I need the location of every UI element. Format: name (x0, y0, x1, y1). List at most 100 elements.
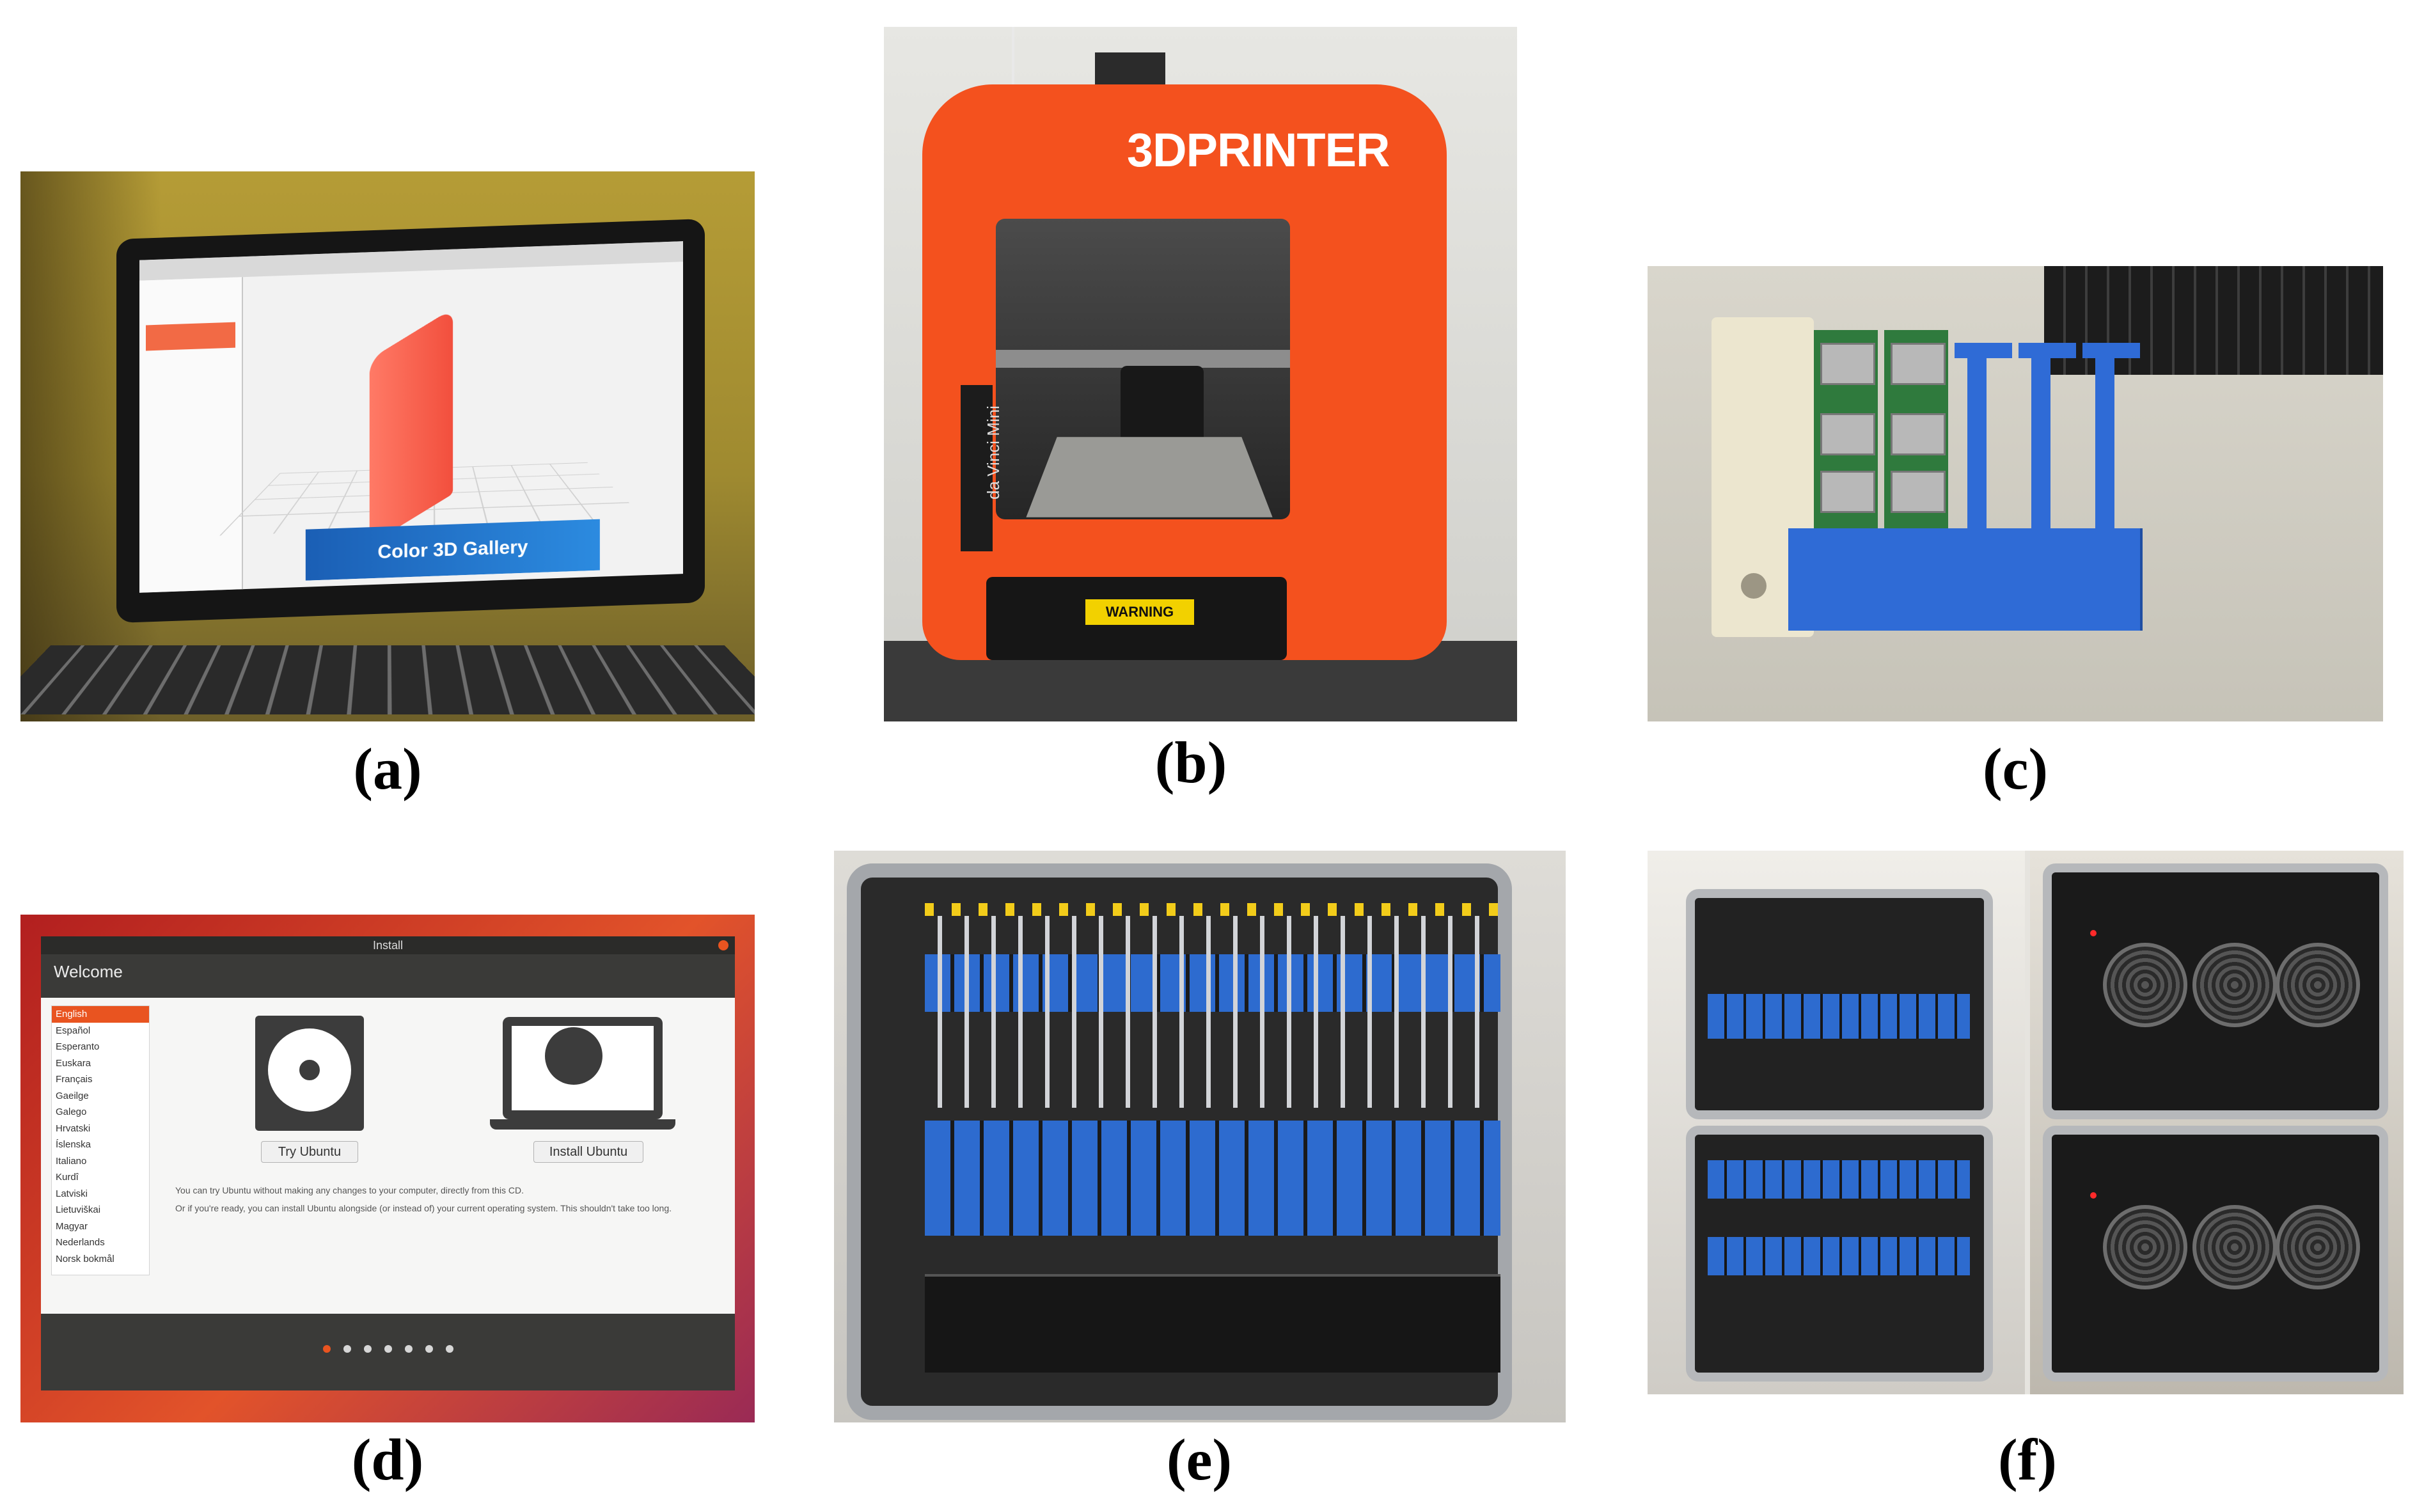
caption-a: (a) (292, 739, 484, 798)
rack-frame (847, 863, 1512, 1420)
fan-icon (2192, 943, 2277, 1027)
cd-icon (255, 1016, 364, 1131)
fan-icon (2276, 943, 2360, 1027)
fan-icon (2103, 943, 2187, 1027)
disc-hub-icon (295, 1056, 324, 1084)
laptop-base-icon (490, 1119, 675, 1130)
ethernet-cables (925, 916, 1500, 1108)
upper-fan-case (2043, 863, 2388, 1119)
laptop-screen: Color 3D Gallery (139, 241, 683, 593)
language-option[interactable]: Euskara (52, 1055, 149, 1072)
language-option[interactable]: Italiano (52, 1153, 149, 1170)
installer-content: EnglishEspañolEsperantoEuskaraFrançaisGa… (41, 998, 735, 1314)
language-option[interactable]: Nederlands (52, 1234, 149, 1251)
printer-rail (996, 350, 1290, 368)
photo-laptop-slicer: Color 3D Gallery (20, 171, 755, 721)
usb-port (1891, 471, 1946, 513)
blue-holder-block (2070, 528, 2143, 631)
language-option[interactable]: Latviski (52, 1186, 149, 1202)
pi-board (1814, 330, 1878, 541)
caption-d: (d) (292, 1430, 484, 1489)
printer-logo: 3DPRINTER (1127, 123, 1389, 177)
pi-row (1708, 994, 1970, 1039)
holder-arm (1967, 349, 1987, 535)
blue-holder-block (1859, 528, 1932, 631)
progress-dots (41, 1344, 735, 1356)
holder-arm-top (1955, 343, 2012, 358)
yellow-connectors (925, 903, 1500, 916)
status-led (2090, 1192, 2097, 1199)
lower-rack (1686, 1126, 1993, 1382)
blue-holder-block (1999, 528, 2072, 631)
usb-port (1820, 413, 1875, 455)
language-option[interactable]: Español (52, 1023, 149, 1039)
fan-icon (2103, 1205, 2187, 1289)
fan-icon (2276, 1205, 2360, 1289)
language-option[interactable]: Galego (52, 1104, 149, 1121)
ethernet-port (1820, 343, 1875, 385)
caption-c: (c) (1919, 739, 2111, 798)
progress-dot (384, 1345, 392, 1353)
progress-dot (323, 1345, 331, 1353)
photo-pi-mount (1648, 266, 2383, 721)
installer-window: Install Welcome EnglishEspañolEsperantoE… (41, 936, 735, 1390)
usb-port (1891, 413, 1946, 455)
slicer-orange-button (146, 322, 235, 351)
language-option[interactable]: Norsk bokmål (52, 1251, 149, 1268)
language-option[interactable]: Gaeilge (52, 1088, 149, 1105)
warning-sticker: WARNING (1085, 599, 1194, 625)
pi-row (1708, 1237, 1970, 1275)
language-option[interactable]: Français (52, 1071, 149, 1088)
lower-fan-case (2043, 1126, 2388, 1382)
caption-f: (f) (1932, 1430, 2123, 1489)
close-icon[interactable] (718, 940, 728, 950)
language-option[interactable]: Lietuviškai (52, 1202, 149, 1218)
welcome-heading: Welcome (54, 962, 123, 982)
progress-dot (343, 1345, 351, 1353)
language-option[interactable]: Magyar (52, 1218, 149, 1235)
rack-server-unit (925, 1274, 1500, 1373)
language-option[interactable]: Esperanto (52, 1039, 149, 1055)
usb-port (1820, 471, 1875, 513)
holder-arm (2031, 349, 2050, 535)
slicer-sidebar (139, 277, 243, 593)
pi-board (1884, 330, 1948, 541)
print-bed (1026, 437, 1272, 517)
try-description: You can try Ubuntu without making any ch… (175, 1185, 700, 1196)
photo-two-racks (1648, 851, 2404, 1394)
holder-arm-top (2082, 343, 2140, 358)
language-list[interactable]: EnglishEspañolEsperantoEuskaraFrançaisGa… (51, 1005, 150, 1275)
color-3d-gallery-banner: Color 3D Gallery (306, 519, 600, 581)
photo-3d-printer: 3DPRINTER da Vinci Mini WARNING (884, 27, 1517, 721)
screenshot-ubuntu-installer: Install Welcome EnglishEspañolEsperantoE… (20, 915, 755, 1422)
slicer-toolbar (139, 241, 683, 281)
printer-model-label: da Vinci Mini (984, 406, 1003, 500)
progress-dot (364, 1345, 372, 1353)
install-ubuntu-button[interactable]: Install Ubuntu (533, 1141, 643, 1163)
ethernet-port (1891, 343, 1946, 385)
try-ubuntu-button[interactable]: Try Ubuntu (261, 1141, 358, 1163)
upper-rack (1686, 889, 1993, 1119)
laptop-bezel: Color 3D Gallery (116, 219, 705, 623)
pi-row (1708, 1160, 1970, 1199)
window-title: Install (41, 936, 735, 954)
progress-dot (405, 1345, 413, 1353)
language-option[interactable]: Kurdî (52, 1169, 149, 1186)
laptop-keyboard (20, 645, 755, 714)
pi-row (925, 1178, 1500, 1236)
install-description: Or if you're ready, you can install Ubun… (175, 1202, 700, 1214)
holder-arm (2095, 349, 2114, 535)
mount-hole (1741, 573, 1767, 599)
fan-icon (2192, 1205, 2277, 1289)
holder-arm-top (2019, 343, 2076, 358)
language-option[interactable]: English (52, 1006, 149, 1023)
rack-rear-photo (2030, 851, 2404, 1394)
blue-holder-block (1788, 528, 1861, 631)
rack-front-photo (1648, 851, 2025, 1394)
photo-cluster-rack (834, 851, 1566, 1422)
pi-row (925, 1121, 1500, 1178)
language-option[interactable]: Hrvatski (52, 1121, 149, 1137)
ubuntu-logo-icon (545, 1027, 602, 1085)
language-option[interactable]: Íslenska (52, 1137, 149, 1153)
progress-dot (425, 1345, 433, 1353)
